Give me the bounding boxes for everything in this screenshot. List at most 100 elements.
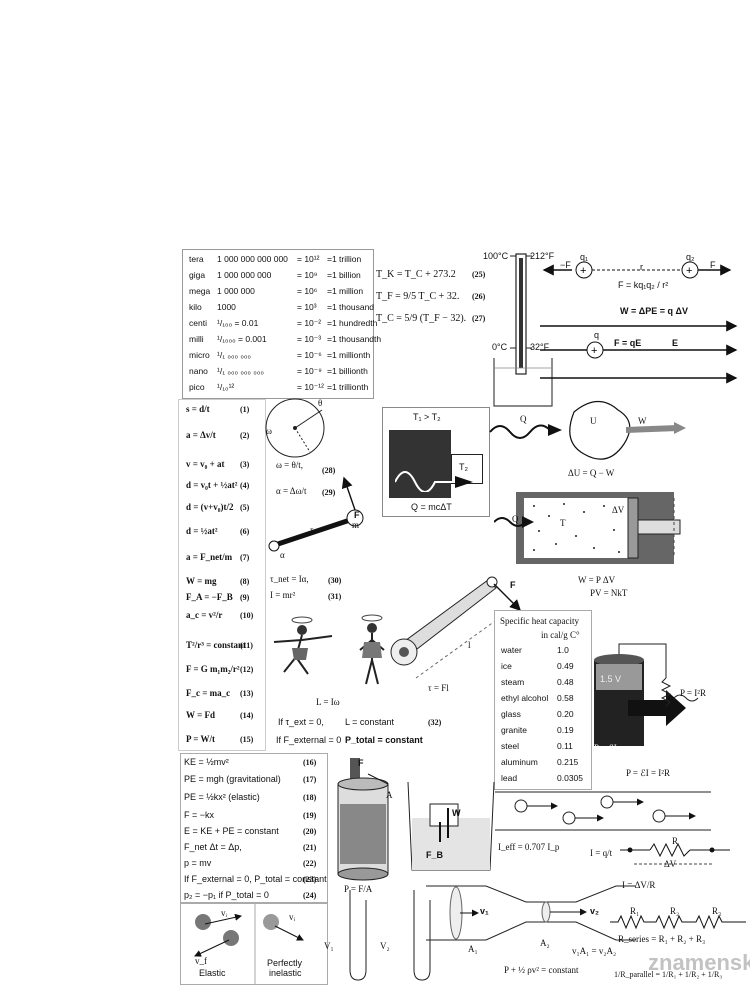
prefix-pow: = 10³ [297, 302, 317, 312]
label-A1: A₁ [468, 944, 478, 954]
material-value: 0.20 [557, 709, 574, 719]
eq-ohm: I = ΔV/R [622, 880, 656, 890]
kinematics-eq: F = G m₁m₂/r² [186, 664, 240, 674]
label-dV: ΔV [612, 505, 625, 515]
label-m: m [352, 520, 360, 530]
kinematics-eq-num: (7) [240, 553, 250, 562]
material-value: 0.11 [557, 741, 573, 751]
label-0c: 0°C [492, 342, 508, 352]
eq-power-combined: P = ℰI = I²R [626, 768, 670, 778]
label-T: T [560, 518, 566, 528]
kinematics-eq: s = d/t [186, 404, 210, 414]
prefix-dec: ¹/₁ ₀₀₀ ₀₀₀ ₀₀₀ [217, 366, 264, 376]
label-vi-2: vᵢ [289, 912, 295, 922]
prefix-word: =1 trillion [327, 254, 362, 264]
label-q2: q₂ [686, 252, 695, 262]
material-value: 0.58 [557, 693, 574, 703]
manometer-tubes [349, 890, 431, 981]
prefix-word: =1 billion [327, 270, 361, 280]
label-q1: q₁ [580, 252, 589, 262]
coulomb-law: F = kq₁q₂ / r² [618, 280, 669, 290]
label-U: U [590, 416, 597, 426]
cons-if-tau: If τ_ext = 0, [278, 717, 324, 727]
kinematics-eq-num: (4) [240, 481, 250, 490]
energy-eq-num: (22) [303, 859, 317, 868]
eq-q-mcdt: Q = mcΔT [411, 502, 452, 512]
label-perfectly: Perfectly [267, 958, 303, 968]
venturi-tube [426, 885, 636, 941]
kinematics-eq: a = F_net/m [186, 552, 233, 562]
material-name: water [501, 645, 522, 655]
energy-eq: F_net Δt = Δp, [184, 842, 242, 852]
eq-bernoulli: P + ½ ρv² = constant [504, 965, 579, 975]
kinematics-eq-num: (5) [240, 503, 250, 512]
label-f: F [710, 260, 716, 270]
hydraulic-F: F [358, 758, 364, 768]
kinematics-eq: d = ½at² [186, 526, 218, 536]
material-value: 0.0305 [557, 773, 583, 783]
series-resistors [610, 914, 746, 930]
label-V1: V₁ [324, 941, 334, 951]
wrench-l: l [468, 640, 471, 650]
eq-num-31: (31) [328, 592, 342, 601]
specific-heat-title: Specific heat capacity [500, 616, 579, 626]
first-law-diagram [489, 400, 686, 460]
label-neg-f: −F [560, 260, 571, 270]
label-v1-flow: v₁ [480, 906, 489, 916]
wrench-F: F [510, 580, 516, 590]
eq-num-26: (26) [472, 292, 486, 301]
label-32f: 32°F [530, 342, 550, 352]
kinematics-eq: a_c = v²/r [186, 610, 223, 620]
eq-pv-nkt: PV = NkT [590, 588, 628, 598]
eq-num-28: (28) [322, 466, 336, 475]
label-alpha: α [280, 550, 285, 560]
eq-p-ei: P = ℰI [594, 743, 617, 753]
kinematics-eq-num: (12) [240, 665, 254, 674]
prefix-dec: ¹/₁₀₀₀ = 0.001 [217, 334, 267, 344]
material-value: 1.0 [557, 645, 569, 655]
prefix-dec: 1 000 000 000 [217, 270, 272, 280]
label-t2: T₂ [459, 462, 468, 472]
label-A2: A₂ [540, 938, 550, 948]
energy-eq: PE = ½kx² (elastic) [184, 792, 260, 802]
current-charges [495, 791, 711, 831]
kinematics-eq-num: (13) [240, 689, 254, 698]
label-v2-flow: v₂ [590, 906, 600, 916]
energy-eq-num: (17) [303, 775, 317, 784]
work-potential: W = ΔPE = q ΔV [620, 306, 688, 316]
kinematics-eq-num: (10) [240, 611, 254, 620]
eq-p-i2r: P = I²R [680, 688, 706, 698]
prefix-pow: = 10⁹ [297, 270, 318, 280]
kinematics-eq-num: (11) [240, 641, 253, 650]
gas-piston-diagram [494, 492, 681, 564]
eq-inertia: I = mr² [270, 590, 296, 600]
eq-series: R_series = R₁ + R₂ + R₃ [618, 934, 706, 944]
eq-parallel: 1/R_parallel = 1/R₁ + 1/R₂ + 1/R₃ [614, 970, 723, 979]
prefix-dec: ¹/₁ ₀₀₀ ₀₀₀ [217, 350, 251, 360]
skaters-illustration [273, 614, 385, 685]
kinematics-eq: W = mg [186, 576, 217, 586]
eq-num-27: (27) [472, 314, 486, 323]
label-tau: τ [310, 525, 314, 535]
eq-ieff: I_eff = 0.707 I_p [498, 842, 560, 852]
kinematics-eq: a = Δv/t [186, 430, 216, 440]
prefix-name: micro [189, 350, 210, 360]
energy-eq-num: (21) [303, 843, 317, 852]
kinematics-eq: W = Fd [186, 710, 215, 720]
label-212f: 212°F [530, 251, 555, 261]
prefix-word: =1 million [327, 286, 364, 296]
hydraulic-A: A [386, 790, 393, 800]
eq-w-pdv: W = P ΔV [578, 575, 616, 585]
energy-eq: If F_external = 0, P_total = constant [184, 874, 327, 884]
prefix-pow: = 10⁻¹² [297, 382, 324, 392]
watermark: znamenski [648, 950, 750, 975]
kinematics-eq-num: (1) [240, 405, 250, 414]
torque-fl: τ = Fl [428, 683, 449, 693]
energy-eq: PE = mgh (gravitational) [184, 774, 281, 784]
hydraulic-cylinder [337, 758, 389, 881]
